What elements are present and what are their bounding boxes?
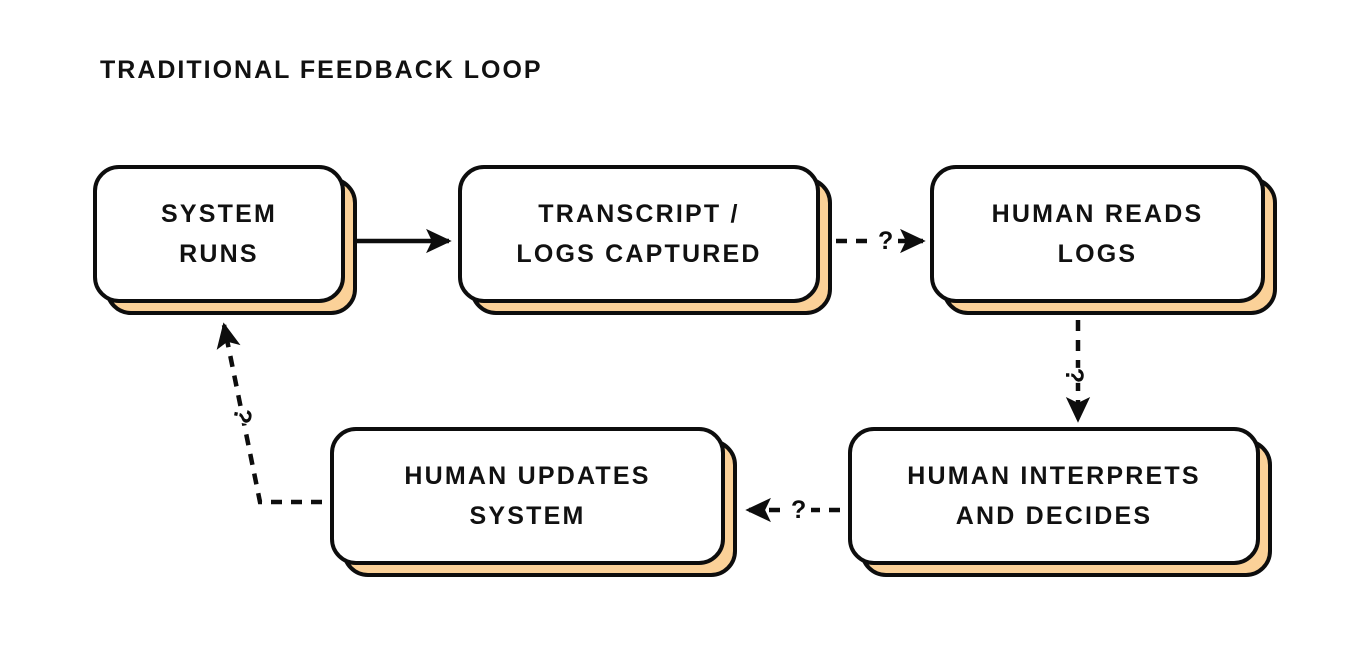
node-line-2: AND DECIDES <box>955 502 1153 530</box>
node-line-1: HUMAN READS <box>991 199 1204 228</box>
diagram-title: TRADITIONAL FEEDBACK LOOP <box>100 56 543 84</box>
node-human-interprets-and-decides[interactable]: HUMAN INTERPRETS AND DECIDES <box>848 427 1260 565</box>
node-human-updates-system[interactable]: HUMAN UPDATES SYSTEM <box>330 427 725 565</box>
node-line-2: RUNS <box>179 240 259 268</box>
node-line-2: LOGS CAPTURED <box>516 240 762 268</box>
node-label-system-runs: SYSTEM RUNS <box>147 194 291 275</box>
connector-label-human-reads-to-human-interprets: ? <box>1056 367 1092 384</box>
node-line-2: SYSTEM <box>469 502 586 530</box>
node-label-human-updates-system: HUMAN UPDATES SYSTEM <box>390 456 664 537</box>
node-line-1: HUMAN UPDATES <box>404 461 651 490</box>
node-line-2: LOGS <box>1057 240 1138 268</box>
node-line-1: TRANSCRIPT / <box>538 199 740 228</box>
connector-label-transcript-to-human-reads: ? <box>873 229 899 254</box>
node-transcript-logs-captured[interactable]: TRANSCRIPT / LOGS CAPTURED <box>458 165 820 303</box>
connector-label-human-interprets-to-human-updates: ? <box>786 498 812 523</box>
connector-human-updates-to-system-runs <box>216 322 322 505</box>
node-human-reads-logs[interactable]: HUMAN READS LOGS <box>930 165 1265 303</box>
node-label-human-interprets-and-decides: HUMAN INTERPRETS AND DECIDES <box>893 456 1215 537</box>
node-label-human-reads-logs: HUMAN READS LOGS <box>978 194 1218 275</box>
node-system-runs[interactable]: SYSTEM RUNS <box>93 165 345 303</box>
node-line-1: SYSTEM <box>161 199 277 228</box>
node-line-1: HUMAN INTERPRETS <box>907 461 1201 490</box>
node-label-transcript-logs-captured: TRANSCRIPT / LOGS CAPTURED <box>502 194 775 275</box>
